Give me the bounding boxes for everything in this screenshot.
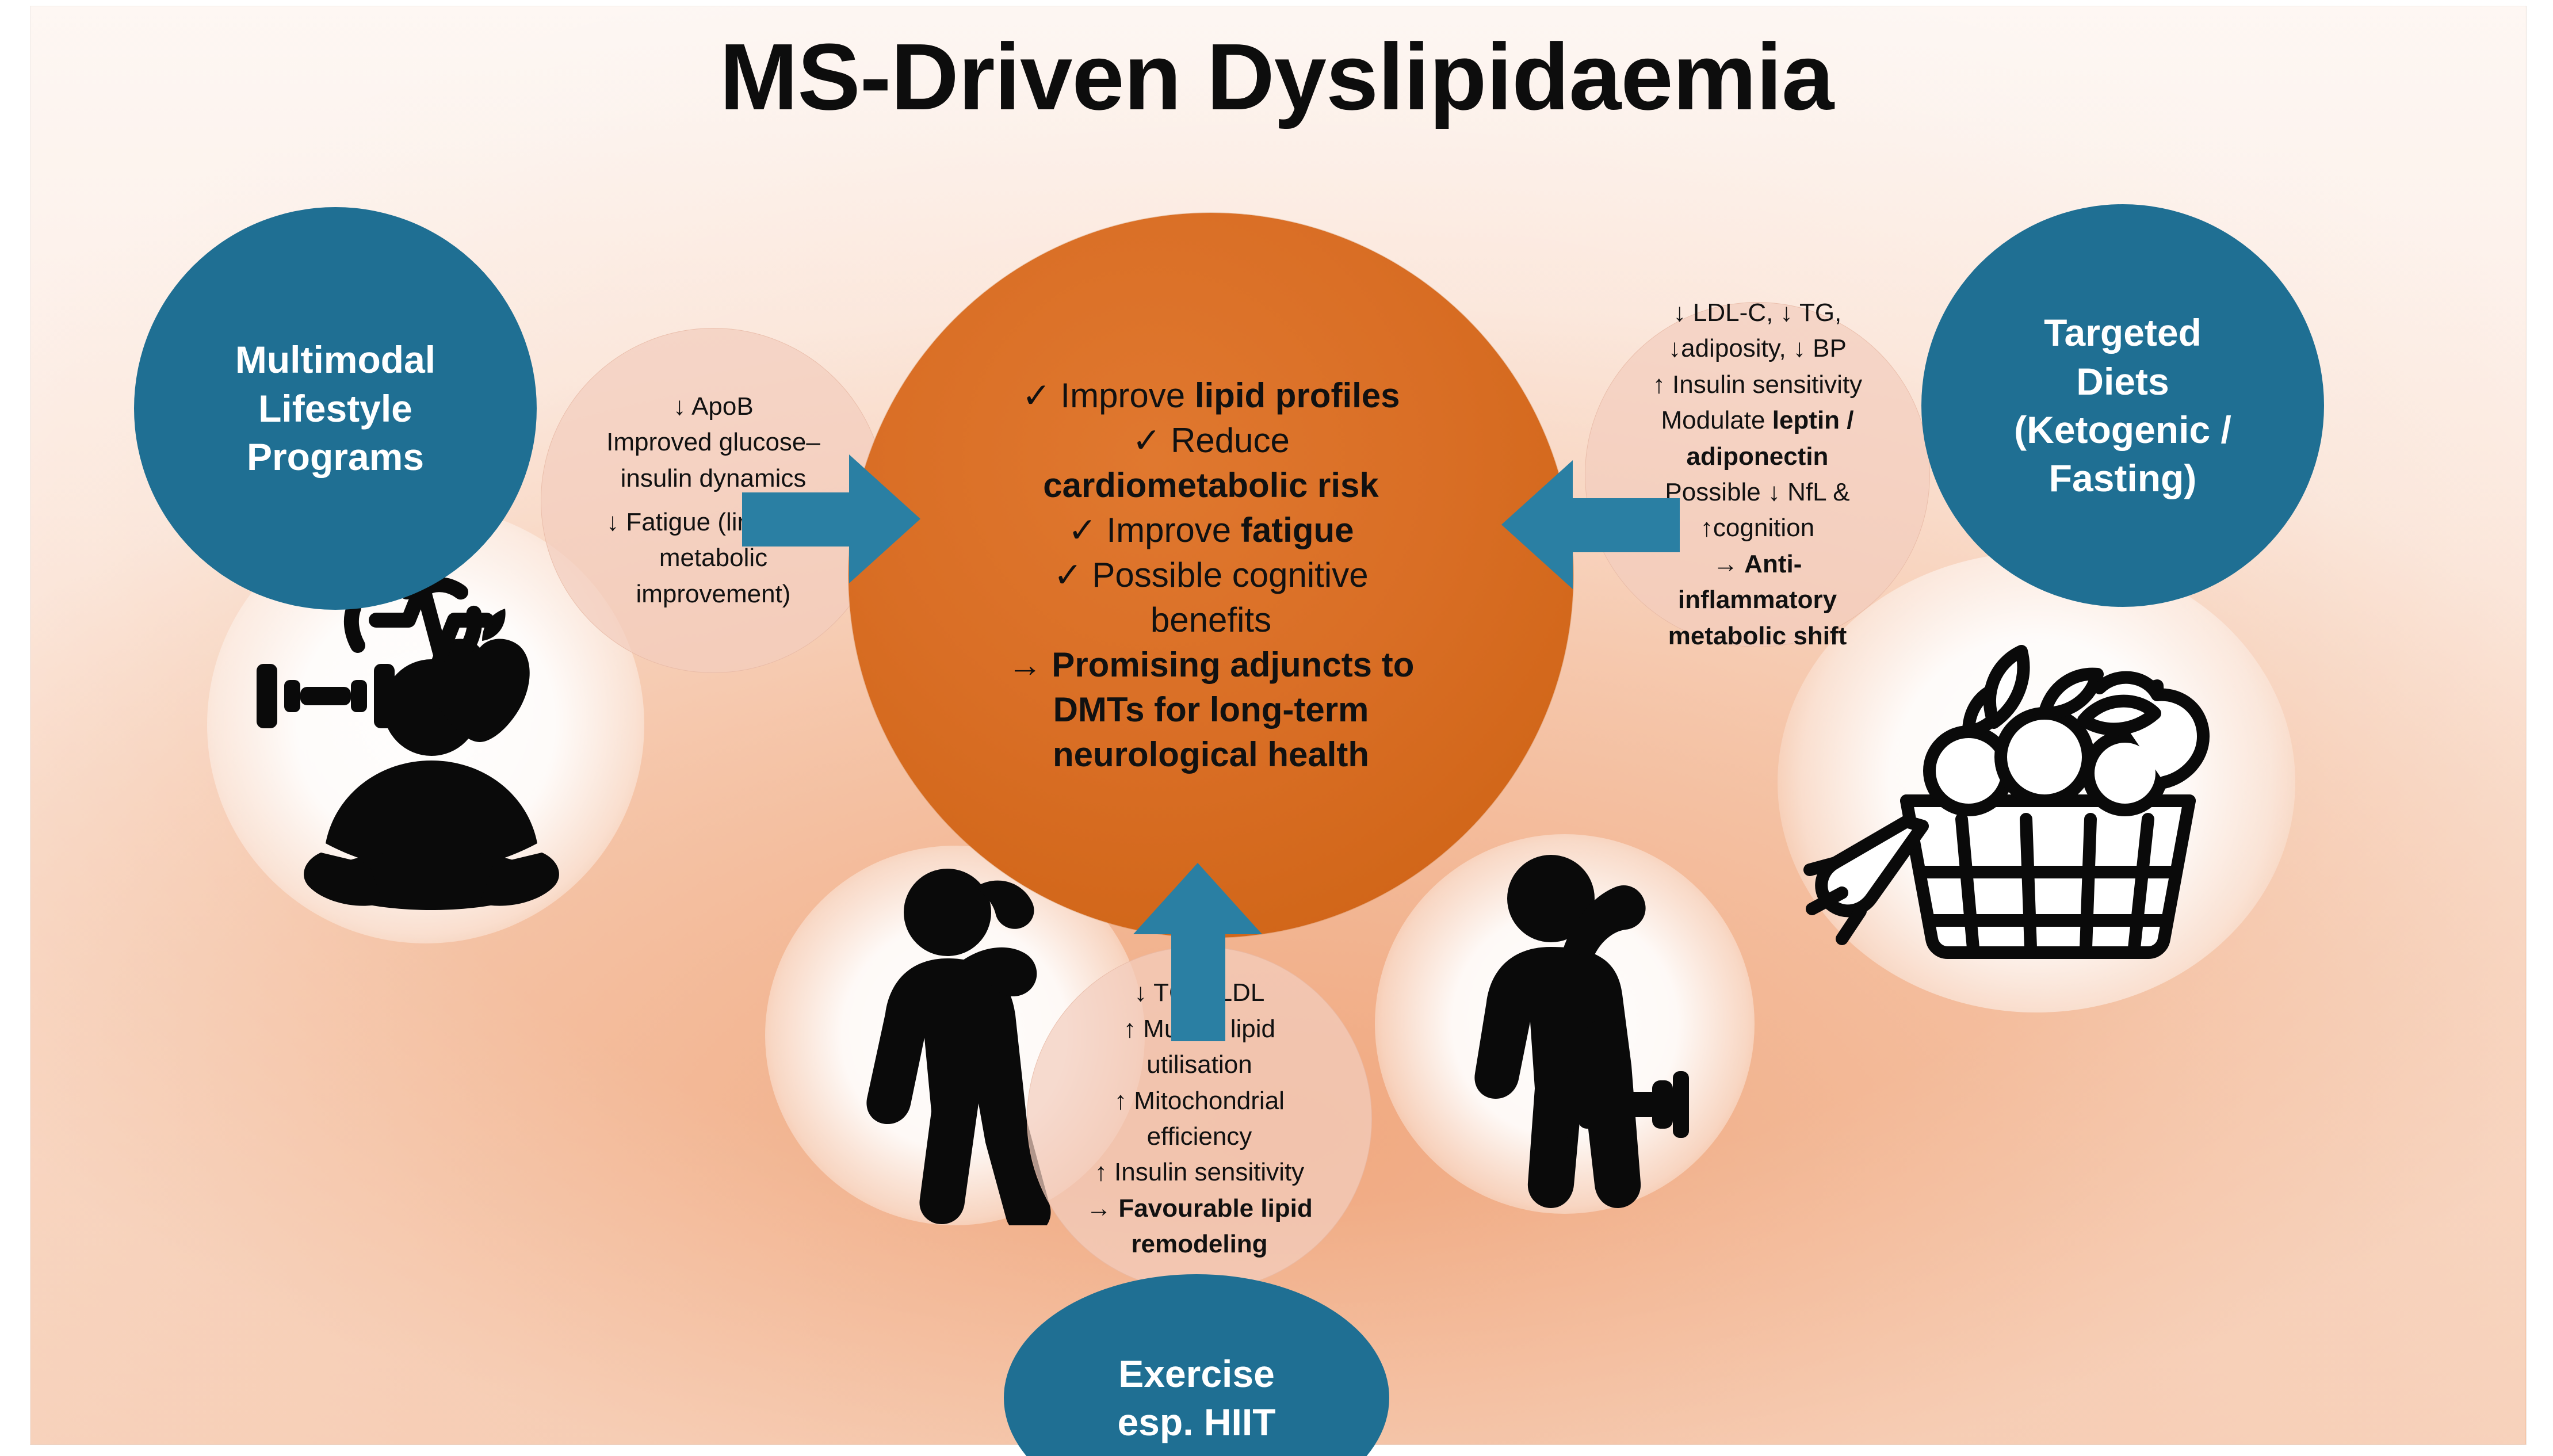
evidence-line: ↑ Mitochondrial xyxy=(1114,1086,1285,1115)
core-line-emphasis: lipid profiles xyxy=(1194,376,1400,415)
driver-circle-diets[interactable]: Targeted Diets (Ketogenic / Fasting) xyxy=(1921,204,2324,607)
driver-label-line: Exercise xyxy=(1118,1352,1275,1395)
evidence-line: → Anti- xyxy=(1713,549,1802,578)
core-line-emphasis: fatigue xyxy=(1240,511,1354,549)
evidence-line: insulin dynamics xyxy=(620,464,807,492)
driver-label-line: Targeted xyxy=(2044,311,2202,354)
outcomes-core-circle: ✓ Improve lipid profiles ✓ Reduce cardio… xyxy=(849,213,1573,938)
driver-label-diets: Targeted Diets (Ketogenic / Fasting) xyxy=(1946,308,2300,503)
core-line: → Promising adjuncts to xyxy=(1007,645,1415,684)
core-line: benefits xyxy=(1150,601,1272,639)
core-line-text: ✓ Improve xyxy=(1022,376,1195,415)
dumbbell-person-icon xyxy=(1474,855,1689,1208)
arrow-lifestyle-to-core xyxy=(742,454,920,583)
driver-label-line: Fasting) xyxy=(2048,457,2197,500)
driver-label-exercise: Exercise esp. HIIT xyxy=(1027,1350,1366,1447)
core-line: DMTs for long-term xyxy=(1053,690,1369,729)
evidence-line: ↑ Insulin sensitivity xyxy=(1652,370,1863,399)
evidence-line: Possible ↓ NfL & xyxy=(1665,478,1850,506)
evidence-line: remodeling xyxy=(1131,1230,1268,1259)
evidence-line: ↓adiposity, ↓ BP xyxy=(1668,334,1847,363)
driver-label-line: (Ketogenic / xyxy=(2014,408,2231,451)
evidence-line: ↑cognition xyxy=(1700,514,1815,542)
evidence-circle-diets: ↓ LDL-C, ↓ TG, ↓adiposity, ↓ BP ↑ Insuli… xyxy=(1585,299,1930,650)
core-line: neurological health xyxy=(1052,735,1370,774)
evidence-line: improvement) xyxy=(636,579,791,608)
arrow-exercise-to-core xyxy=(1133,863,1262,1041)
evidence-line: efficiency xyxy=(1146,1122,1252,1151)
evidence-line: Improved glucose– xyxy=(606,428,820,457)
driver-label-line: Diets xyxy=(2076,360,2169,403)
driver-label-line: Multimodal xyxy=(235,338,436,381)
arrow-diets-to-core xyxy=(1501,460,1680,589)
evidence-line-emphasis: leptin / xyxy=(1772,406,1854,435)
evidence-line: inflammatory xyxy=(1677,586,1837,614)
evidence-line: ↑ Insulin sensitivity xyxy=(1094,1158,1305,1187)
evidence-line: ↓ ApoB xyxy=(673,392,754,421)
evidence-line: metabolic xyxy=(659,544,768,572)
driver-label-line: Programs xyxy=(246,435,425,479)
evidence-line: → Favourable lipid xyxy=(1086,1194,1313,1222)
outcomes-core-text: ✓ Improve lipid profiles ✓ Reduce cardio… xyxy=(921,373,1501,777)
evidence-line-text: Modulate xyxy=(1661,406,1772,435)
page-title: MS-Driven Dyslipidaemia xyxy=(719,24,1835,129)
evidence-line: adiponectin xyxy=(1686,442,1829,471)
evidence-line: utilisation xyxy=(1146,1050,1252,1079)
evidence-line: Modulate leptin / xyxy=(1618,403,1897,438)
vegetable-basket-icon xyxy=(1803,645,2210,959)
stretching-person-icon xyxy=(866,869,1051,1225)
meditation-wellness-icon xyxy=(257,577,559,910)
core-line: ✓ Possible cognitive xyxy=(1053,556,1369,594)
driver-label-lifestyle: Multimodal Lifestyle Programs xyxy=(158,335,513,481)
core-line-text: ✓ Improve xyxy=(1068,511,1241,549)
core-line: ✓ Improve lipid profiles xyxy=(921,373,1501,418)
core-line: cardiometabolic risk xyxy=(1043,466,1379,505)
driver-label-line: Lifestyle xyxy=(258,387,412,430)
driver-circle-lifestyle[interactable]: Multimodal Lifestyle Programs xyxy=(134,207,537,610)
evidence-line: ↓ LDL-C, ↓ TG, xyxy=(1673,298,1842,327)
driver-label-line: esp. HIIT xyxy=(1117,1401,1276,1443)
core-line: ✓ Improve fatigue xyxy=(921,508,1501,553)
evidence-line: metabolic shift xyxy=(1668,621,1847,650)
core-line: ✓ Reduce xyxy=(1132,421,1290,460)
